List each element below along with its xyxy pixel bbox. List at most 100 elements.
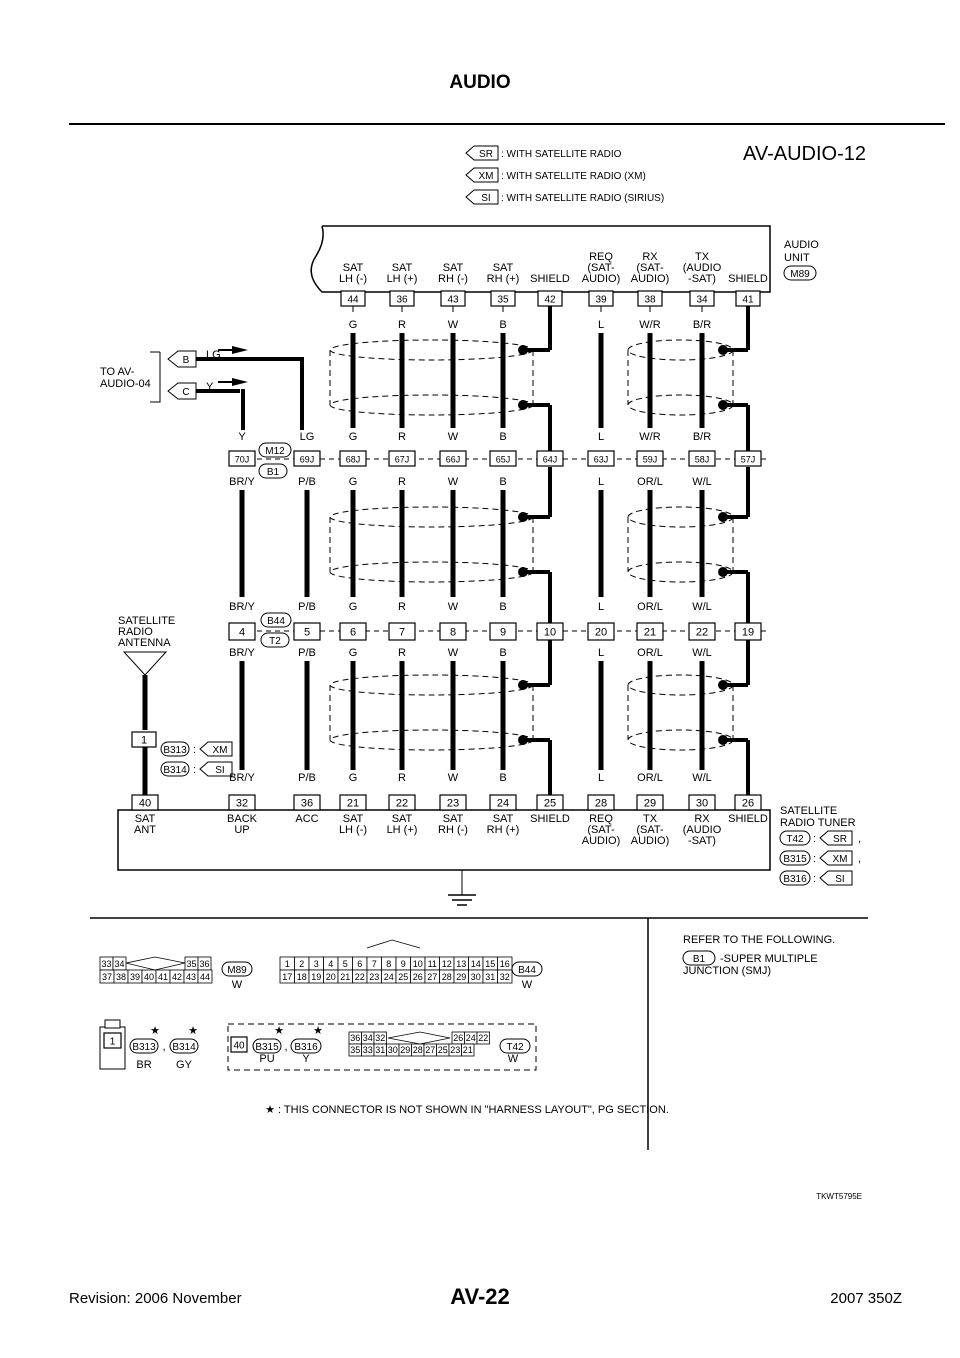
tuner-conn-b315-text: B315 <box>783 854 807 865</box>
tuner-conn-b316 <box>779 870 811 886</box>
top-pin-label: SHIELD <box>728 273 768 285</box>
audio-unit-outline <box>310 225 771 293</box>
smj-connector-b1 <box>258 463 288 479</box>
conn-t42-r2-cell-text: 33 <box>363 1045 373 1055</box>
conn-m89-r2-cell-text: 37 <box>102 972 112 982</box>
smj-pin-58J-text: 58J <box>695 455 710 465</box>
bottom-pin-24-text: 24 <box>497 798 509 810</box>
smj-pin-66J-text: 66J <box>446 455 461 465</box>
bottom-pin-label: AUDIO) <box>582 835 621 847</box>
conn-b313-pin-text: 1 <box>110 1037 116 1048</box>
conn-b44-r2-cell-text: 17 <box>282 972 292 982</box>
conn-b44-r2-cell-text: 21 <box>340 972 350 982</box>
shield-dot <box>718 735 728 745</box>
bottom-pin-label: SAT <box>493 813 514 825</box>
tuner-conn-b315 <box>779 850 811 866</box>
smj-color-upper: W/R <box>639 431 660 443</box>
conn-b44-r2-cell-text: 23 <box>369 972 379 982</box>
conn-m89-r2-cell-text: 38 <box>116 972 126 982</box>
t2-pin-7 <box>388 622 416 641</box>
bottom-pin-40-text: 40 <box>139 798 151 810</box>
shield-dot <box>518 512 528 522</box>
star-icon: ★ <box>188 1025 198 1037</box>
bottom-pin-28-text: 28 <box>595 798 607 810</box>
shield-ellipse <box>627 674 734 696</box>
antenna-icon <box>122 651 168 676</box>
legend-tag-xm-text: XM <box>479 171 494 182</box>
bottom-pin-label: LH (+) <box>387 824 418 836</box>
wire-color-top: B <box>499 319 506 331</box>
t2-color-lower: R <box>398 647 406 659</box>
audio-unit-label: AUDIO <box>784 239 819 251</box>
top-pin-39-text: 39 <box>595 295 607 306</box>
tuner-conn-t42 <box>779 830 811 846</box>
smj-pin-69J-text: 69J <box>300 455 315 465</box>
smj-pin-63J-text: 63J <box>594 455 609 465</box>
tuner-conn-tag <box>819 830 853 846</box>
bottom-pin-label: SAT <box>392 813 413 825</box>
t2-color-lower: B <box>499 647 506 659</box>
t2-pin-6-text: 6 <box>350 627 356 639</box>
top-pin-label: RH (-) <box>438 273 468 285</box>
smj-color-lower: G <box>349 476 358 488</box>
antenna-label: ANTENNA <box>118 637 171 649</box>
smj-connector-m12-text: M12 <box>265 446 285 457</box>
conn-b316-id <box>290 1038 322 1054</box>
top-pin-35-text: 35 <box>497 295 509 306</box>
smj-pin-64J-text: 64J <box>543 455 558 465</box>
wire-color-top: L <box>598 319 604 331</box>
bottom-color: P/B <box>298 772 316 784</box>
tuner-label: SATELLITE <box>780 805 837 817</box>
bottom-pin-29 <box>636 794 664 811</box>
page-number: AV-22 <box>450 1284 510 1309</box>
conn-b44-r1-cell-text: 7 <box>372 959 377 969</box>
conn-t42-r2-cell-text: 23 <box>450 1045 460 1055</box>
bottom-pin-label: UP <box>234 824 249 836</box>
bottom-pin-22 <box>388 794 416 811</box>
t2-color-lower: OR/L <box>637 647 663 659</box>
refer-text: JUNCTION (SMJ) <box>683 965 771 977</box>
conn-b44-r2-cell-text: 30 <box>471 972 481 982</box>
bottom-pin-24 <box>489 794 517 811</box>
refer-tag-text: B1 <box>693 954 706 965</box>
smj-pin-68J-text: 68J <box>346 455 361 465</box>
smj-color-lower: W <box>448 476 459 488</box>
t2-pin-20 <box>587 622 615 641</box>
sep: , <box>858 833 861 845</box>
conn-b44-r2-cell-text: 29 <box>456 972 466 982</box>
conn-b44-r1-cell-text: 10 <box>413 959 423 969</box>
conn-b44-r1-cell-text: 6 <box>357 959 362 969</box>
to-av-tag-text: C <box>182 387 189 398</box>
t2-pin-8 <box>439 622 467 641</box>
shield-dot <box>518 567 528 577</box>
bottom-pin-label: SAT <box>135 813 156 825</box>
conn-t42-r1b-cell-text: 26 <box>453 1033 463 1043</box>
tuner-conn-tag <box>819 850 853 866</box>
conn-b44-r2-cell-text: 27 <box>427 972 437 982</box>
bottom-pin-36 <box>293 794 321 811</box>
antenna-conn-tag-text: SI <box>215 765 224 776</box>
wire-color-top: W <box>448 319 459 331</box>
smj-color-lower: W/L <box>692 476 712 488</box>
t2-pin-4 <box>228 622 256 641</box>
t2-connector-t2-text: T2 <box>269 636 281 647</box>
conn-m89-r1b-cell-text: 36 <box>199 959 209 969</box>
bottom-pin-label: RH (+) <box>487 824 520 836</box>
t2-color-upper: B <box>499 601 506 613</box>
antenna-conn-b313 <box>160 741 190 757</box>
conn-t42-r2-cell-text: 31 <box>375 1045 385 1055</box>
antenna-label: RADIO <box>118 626 153 638</box>
conn-t42-r2-cell-text: 35 <box>350 1045 360 1055</box>
tuner-conn-tag <box>819 870 853 886</box>
top-pin-label: AUDIO) <box>582 273 621 285</box>
antenna-conn-b313-text: B313 <box>163 745 187 756</box>
bottom-pin-21 <box>339 794 367 811</box>
conn-b44-r2-cell-text: 19 <box>311 972 321 982</box>
antenna-conn-b314 <box>160 761 190 777</box>
t2-color-upper: G <box>349 601 358 613</box>
antenna-pin-text: 1 <box>141 735 147 747</box>
conn-t42-id-text: T42 <box>506 1042 524 1053</box>
conn-m89-r2-cell <box>197 969 213 984</box>
shield-dot <box>718 512 728 522</box>
legend-tag-sr-text: SR <box>479 149 493 160</box>
